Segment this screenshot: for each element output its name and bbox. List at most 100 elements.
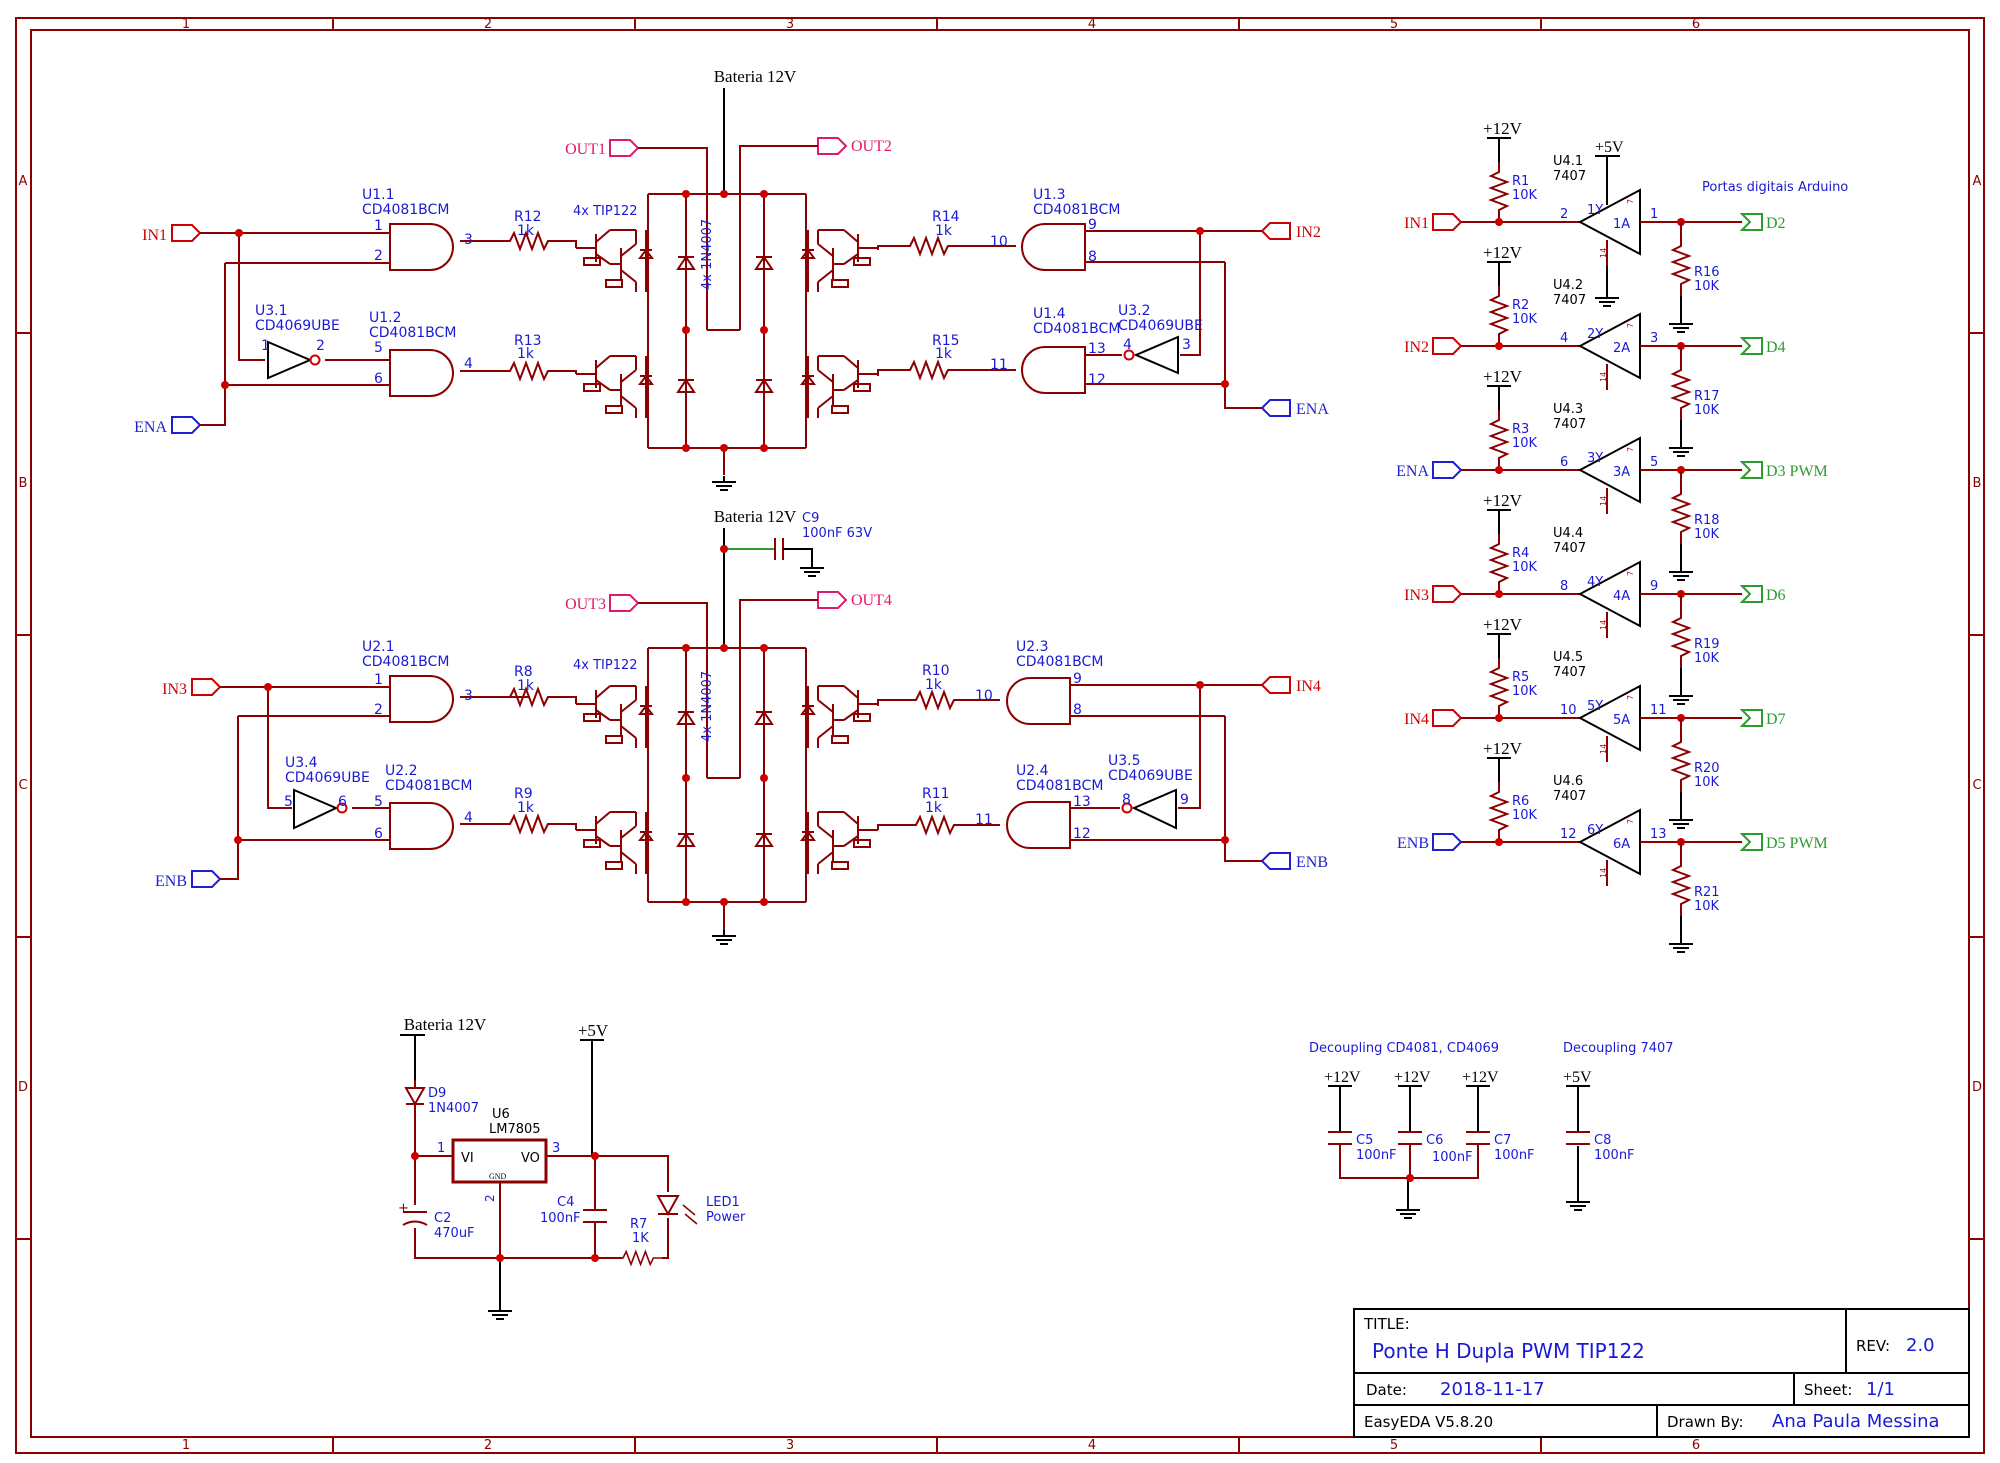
col-label-1-bottom: 1 (182, 1438, 190, 1453)
pin-1: 1 (374, 218, 383, 234)
buffer-pin-in: 6 (1560, 455, 1568, 470)
pulldown-value: 10K (1694, 775, 1720, 790)
u6-pin-1: 1 (437, 1141, 445, 1156)
pulldown-label: R18 (1694, 513, 1720, 528)
c6-label: C6 (1426, 1133, 1443, 1148)
tip-label-bottom: 4x TIP122 (573, 658, 638, 673)
tip-label-top: 4x TIP122 (573, 204, 638, 219)
vcc5-rail: +5V (1594, 139, 1624, 307)
in3-label: IN3 (162, 681, 187, 698)
decoupling-section: Decoupling CD4081, CD4069 Decoupling 740… (1309, 1041, 1674, 1219)
vcc12-label: +12V (1483, 243, 1523, 262)
row-label-b-right: B (1973, 476, 1982, 491)
buffer-unit-label: U4.2 (1553, 278, 1583, 293)
out2-label: OUT2 (851, 138, 892, 155)
sheet-label: Sheet: (1804, 1381, 1852, 1399)
u3-5-part: CD4069UBE (1108, 768, 1193, 784)
pin-6: 6 (374, 371, 383, 387)
u2-3-part: CD4081BCM (1016, 654, 1103, 670)
r15-label: R15 (932, 333, 960, 349)
pin-inv-5: 5 (284, 794, 293, 810)
in4-port: IN4 (1260, 676, 1321, 695)
regulator-section: Bateria 12V D9 1N4007 +5V U6 (398, 1015, 746, 1320)
r10-value: 1k (925, 677, 943, 693)
col-label-1: 1 (182, 17, 190, 32)
ena-left-port: ENA (134, 416, 202, 436)
pin-inv-3: 3 (1182, 337, 1191, 353)
arduino-output-label: D5 PWM (1766, 835, 1828, 852)
arduino-output-port (1739, 337, 1763, 355)
d9-diode: D9 1N4007 (404, 1080, 479, 1116)
buffer-input-label: IN3 (1404, 587, 1429, 604)
pullup-label: R5 (1512, 670, 1529, 685)
buffer-input-label: ENB (1397, 835, 1429, 852)
buffer-y-label: 3Y (1587, 451, 1603, 466)
buffer-pin-out: 1 (1650, 207, 1658, 222)
buffer-unit-label: U4.1 (1553, 154, 1583, 169)
in4-label: IN4 (1296, 678, 1321, 695)
pin-2: 2 (374, 248, 383, 264)
out2-port: OUT2 (739, 137, 892, 330)
col-label-5: 5 (1390, 17, 1398, 32)
buffer-pin-in: 4 (1560, 331, 1568, 346)
pin-5: 5 (374, 794, 383, 810)
arduino-output-label: D6 (1766, 587, 1786, 604)
pullup-value: 10K (1512, 684, 1538, 699)
arduino-output-port (1739, 709, 1763, 727)
buffer-pin-in: 10 (1560, 703, 1577, 718)
pullup-value: 10K (1512, 312, 1538, 327)
battery-label-bottom: Bateria 12V (714, 507, 797, 526)
pin-3: 3 (464, 688, 473, 704)
buffer-a-label: 1A (1613, 217, 1630, 232)
out1-port: OUT1 (565, 139, 708, 195)
r15-value: 1k (935, 346, 953, 362)
row-label-a-right: A (1973, 174, 1982, 189)
u6-vo: VO (521, 1151, 540, 1166)
buffer-input-port (1432, 709, 1463, 727)
r10-label: R10 (922, 663, 950, 679)
buffer-unit-part: 7407 (1553, 665, 1586, 680)
drawing-frame: 1 2 3 4 5 6 1 2 3 4 5 6 A B C D A B C D (15, 17, 1985, 1454)
buffer-unit-part: 7407 (1553, 789, 1586, 804)
buffer-pin-14: 14 (1599, 248, 1608, 258)
buffer-unit-part: 7407 (1553, 293, 1586, 308)
c9-label: C9 (802, 511, 819, 526)
pin-inv-1: 1 (261, 338, 270, 354)
c2-plus: + (398, 1201, 409, 1216)
pin-12: 12 (1073, 826, 1091, 842)
u6-lm7805: U6 LM7805 VI VO GND 1 3 2 (437, 1107, 560, 1202)
enb-right-port: ENB (1260, 852, 1328, 871)
c5-value: 100nF (1356, 1148, 1397, 1163)
title-value: Ponte H Dupla PWM TIP122 (1372, 1339, 1645, 1363)
buffer-unit-label: U4.3 (1553, 402, 1583, 417)
buffer-a-label: 2A (1613, 341, 1630, 356)
in2-port: IN2 (1260, 222, 1321, 241)
pulldown-value: 10K (1694, 279, 1720, 294)
c2-label: C2 (434, 1211, 451, 1226)
c6-value: 100nF (1432, 1150, 1473, 1165)
c4-value: 100nF (540, 1211, 581, 1226)
c7-value: 100nF (1494, 1148, 1535, 1163)
ena-left-label: ENA (134, 419, 167, 436)
vcc12-label: +12V (1483, 491, 1523, 510)
u2-3-label: U2.3 (1016, 639, 1049, 655)
buffer-pin-out: 13 (1650, 827, 1667, 842)
pulldown-value: 10K (1694, 899, 1720, 914)
arduino-output-label: D2 (1766, 215, 1786, 232)
r14-label: R14 (932, 209, 960, 225)
arduino-output-port (1739, 833, 1763, 851)
col-label-3-bottom: 3 (786, 1438, 794, 1453)
buffer-y-label: 6Y (1587, 823, 1603, 838)
battery-label-top: Bateria 12V (714, 67, 797, 86)
u1-1-label: U1.1 (362, 187, 395, 203)
pullup-value: 10K (1512, 808, 1538, 823)
vout-5v-label: +5V (578, 1021, 609, 1040)
buffer-unit-part: 7407 (1553, 169, 1586, 184)
arduino-output-port (1739, 213, 1763, 231)
u1-1-part: CD4081BCM (362, 202, 449, 218)
pin-1: 1 (374, 672, 383, 688)
date-label: Date: (1366, 1381, 1407, 1399)
